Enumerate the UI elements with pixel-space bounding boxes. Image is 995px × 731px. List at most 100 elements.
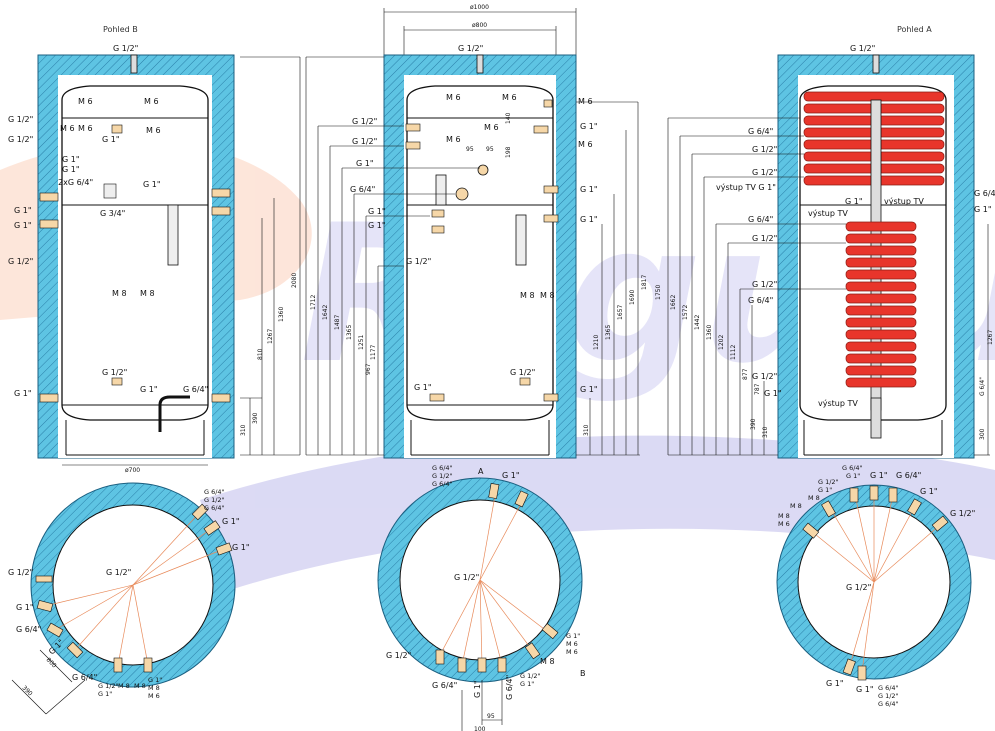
- svg-text:G 1/2": G 1/2": [752, 372, 777, 381]
- svg-text:1572: 1572: [682, 305, 689, 320]
- svg-text:G 1/2": G 1/2": [8, 568, 33, 577]
- svg-text:M 8: M 8: [540, 291, 555, 300]
- svg-text:výstup TV G 1": výstup TV G 1": [716, 183, 776, 192]
- svg-text:G 6/4": G 6/4": [72, 673, 97, 682]
- svg-text:G 1/2": G 1/2": [454, 573, 479, 582]
- svg-text:G 1": G 1": [222, 517, 240, 526]
- svg-text:G 1": G 1": [98, 690, 112, 698]
- svg-text:G 1/2": G 1/2": [352, 137, 377, 146]
- svg-text:G 1": G 1": [232, 543, 250, 552]
- svg-text:G 6/4": G 6/4": [748, 215, 773, 224]
- svg-text:M 8: M 8: [134, 682, 146, 690]
- svg-text:G 1/2": G 1/2": [386, 651, 411, 660]
- svg-text:810: 810: [257, 348, 264, 360]
- svg-text:G 6/4": G 6/4": [432, 464, 453, 472]
- svg-text:M 6: M 6: [566, 640, 578, 648]
- svg-text:G 1": G 1": [368, 207, 386, 216]
- svg-text:G 1/2": G 1/2": [818, 478, 839, 486]
- svg-text:G 1/2": G 1/2": [752, 280, 777, 289]
- right-tank-view: Pohled A: [655, 25, 995, 459]
- svg-text:310: 310: [762, 426, 769, 438]
- svg-text:300: 300: [979, 428, 986, 440]
- svg-text:95: 95: [486, 146, 494, 153]
- svg-text:198: 198: [505, 146, 512, 158]
- left-plan-view: G 1/2" G 6/4" G 1/2" G 6/4" G 1" G 1" G …: [8, 482, 250, 715]
- svg-text:G 1/2": G 1/2": [510, 368, 535, 377]
- svg-text:G 1/2": G 1/2": [8, 257, 33, 266]
- svg-text:1360: 1360: [278, 307, 285, 322]
- svg-text:G 6/4": G 6/4": [842, 464, 863, 472]
- svg-text:877: 877: [742, 368, 749, 380]
- svg-text:G 1": G 1": [102, 135, 120, 144]
- svg-text:1690: 1690: [629, 290, 636, 305]
- svg-text:G 1": G 1": [148, 676, 162, 684]
- svg-text:1750: 1750: [655, 285, 662, 300]
- svg-text:M 6: M 6: [502, 93, 517, 102]
- svg-text:A: A: [478, 467, 484, 476]
- svg-text:G 1": G 1": [473, 680, 482, 698]
- svg-text:G 1": G 1": [580, 215, 598, 224]
- svg-text:G 1": G 1": [566, 632, 580, 640]
- svg-text:G 1/2": G 1/2": [102, 368, 127, 377]
- lower-heating-coil: [845, 221, 917, 388]
- svg-text:M 6: M 6: [148, 692, 160, 700]
- svg-text:M 6: M 6: [60, 124, 75, 133]
- svg-text:G 1/2": G 1/2": [520, 672, 541, 680]
- dim-inner-diameter: ø800: [472, 22, 487, 29]
- left-view-title: Pohled B: [103, 25, 138, 34]
- svg-text:1112: 1112: [730, 345, 737, 360]
- svg-text:G 6/4": G 6/4": [204, 488, 225, 496]
- svg-text:M 6: M 6: [78, 124, 93, 133]
- svg-text:390: 390: [21, 684, 34, 697]
- svg-text:1267: 1267: [987, 330, 994, 345]
- svg-text:G 1/2": G 1/2": [752, 145, 777, 154]
- svg-text:390: 390: [252, 412, 259, 424]
- svg-text:G 1": G 1": [846, 472, 860, 480]
- svg-text:G 1": G 1": [580, 122, 598, 131]
- svg-text:M 8: M 8: [540, 657, 555, 666]
- svg-text:G 1/2": G 1/2": [850, 44, 875, 53]
- svg-text:G 1": G 1": [764, 389, 782, 398]
- svg-text:1251: 1251: [358, 335, 365, 350]
- svg-text:G 1": G 1": [14, 389, 32, 398]
- left-tank-view: Pohled B G 1/2" M 6 M 6 M 6 M 6 M 6 G 1/…: [8, 25, 301, 474]
- svg-text:M 6: M 6: [446, 135, 461, 144]
- svg-text:1487: 1487: [334, 315, 341, 330]
- svg-text:G 1/2": G 1/2": [846, 583, 871, 592]
- svg-text:G 1/2": G 1/2": [432, 472, 453, 480]
- svg-text:M 8: M 8: [808, 494, 820, 502]
- svg-text:M 8: M 8: [118, 682, 130, 690]
- svg-text:G 6/4": G 6/4": [878, 684, 899, 692]
- svg-text:M 8: M 8: [778, 512, 790, 520]
- svg-text:1365: 1365: [346, 325, 353, 340]
- svg-text:G 1/2": G 1/2": [8, 115, 33, 124]
- svg-text:95: 95: [466, 146, 474, 153]
- svg-text:G 1": G 1": [845, 197, 863, 206]
- svg-text:1210: 1210: [593, 335, 600, 350]
- svg-text:1662: 1662: [670, 295, 677, 310]
- svg-text:G 1/2": G 1/2": [352, 117, 377, 126]
- svg-text:G 6/4": G 6/4": [505, 675, 514, 700]
- svg-text:G 6/4": G 6/4": [748, 296, 773, 305]
- right-plan-view: G 1/2" G 6/4" G 1" G 1/2" G 1" G 1" G 6/…: [776, 464, 975, 708]
- svg-text:G 1": G 1": [580, 385, 598, 394]
- svg-text:M 8: M 8: [140, 289, 155, 298]
- svg-text:M 8: M 8: [790, 502, 802, 510]
- svg-text:G 1/2": G 1/2": [406, 257, 431, 266]
- svg-text:310: 310: [240, 424, 247, 436]
- svg-text:1817: 1817: [641, 275, 648, 290]
- svg-text:G 1": G 1": [62, 165, 80, 174]
- left-top-port: G 1/2": [113, 44, 138, 53]
- svg-text:M 6: M 6: [566, 648, 578, 656]
- svg-text:G 1": G 1": [870, 471, 888, 480]
- middle-right-dims: 310 1210 1365 1657 1690 1817: [583, 275, 648, 436]
- svg-text:G 1": G 1": [580, 185, 598, 194]
- watermark-swoosh-blue: [200, 435, 995, 590]
- svg-text:800: 800: [45, 656, 58, 669]
- svg-text:G 1": G 1": [368, 221, 386, 230]
- svg-text:G 1": G 1": [140, 385, 158, 394]
- svg-text:G 1/2": G 1/2": [204, 496, 225, 504]
- svg-text:G 6/4": G 6/4": [878, 700, 899, 708]
- svg-text:140: 140: [505, 112, 512, 124]
